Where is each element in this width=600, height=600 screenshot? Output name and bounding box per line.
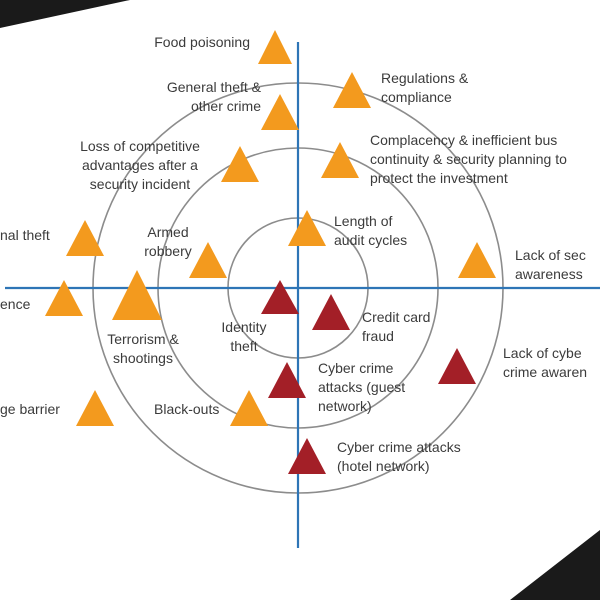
triangle-credit-card <box>312 294 350 330</box>
triangle-food-poisoning <box>258 30 292 64</box>
label-audit-cycles: Length of audit cycles <box>334 213 408 248</box>
label-food-poisoning: Food poisoning <box>154 34 250 50</box>
triangle-audit-cycles <box>288 210 326 246</box>
corner-decoration-bottom-right <box>510 530 600 600</box>
label-identity-theft: Identity theft <box>221 319 267 354</box>
triangle-loss-competitive <box>221 146 259 182</box>
corner-shape <box>510 530 600 600</box>
triangle-language-barrier <box>76 390 114 426</box>
triangle-cyber-hotel <box>288 438 326 474</box>
triangle-general-theft <box>261 94 299 130</box>
triangle-regulations <box>333 72 371 108</box>
label-internal-theft: nal theft <box>0 227 50 243</box>
label-cyber-hotel: Cyber crime attacks (hotel network) <box>337 439 461 474</box>
corner-shape <box>0 0 130 28</box>
label-negligence: ence <box>0 296 31 312</box>
triangle-terrorism <box>112 270 162 320</box>
label-general-theft: General theft & other crime <box>166 79 261 114</box>
triangle-lack-cyber <box>438 348 476 384</box>
label-lack-cyber: Lack of cybe crime awaren <box>503 345 588 380</box>
triangle-armed-robbery <box>189 242 227 278</box>
triangle-lack-security <box>458 242 496 278</box>
triangle-blackouts <box>230 390 268 426</box>
label-language-barrier: ge barrier <box>0 401 60 417</box>
triangle-complacency <box>321 142 359 178</box>
label-loss-competitive: Loss of competitive advantages after a s… <box>80 138 200 192</box>
label-terrorism: Terrorism & shootings <box>107 331 179 366</box>
label-blackouts: Black-outs <box>154 401 220 417</box>
label-lack-security: Lack of sec awareness <box>515 247 586 282</box>
corner-decoration-top-left <box>0 0 130 28</box>
triangle-internal-theft <box>66 220 104 256</box>
label-cyber-guest: Cyber crime attacks (guest network) <box>318 360 406 414</box>
triangle-negligence <box>45 280 83 316</box>
triangle-identity-theft <box>261 280 299 314</box>
label-armed-robbery: Armed robbery <box>144 224 192 259</box>
triangle-cyber-guest <box>268 362 306 398</box>
label-credit-card: Credit card fraud <box>362 309 431 344</box>
label-complacency: Complacency & inefficient bus continuity… <box>370 132 567 186</box>
label-regulations: Regulations & compliance <box>381 70 469 105</box>
